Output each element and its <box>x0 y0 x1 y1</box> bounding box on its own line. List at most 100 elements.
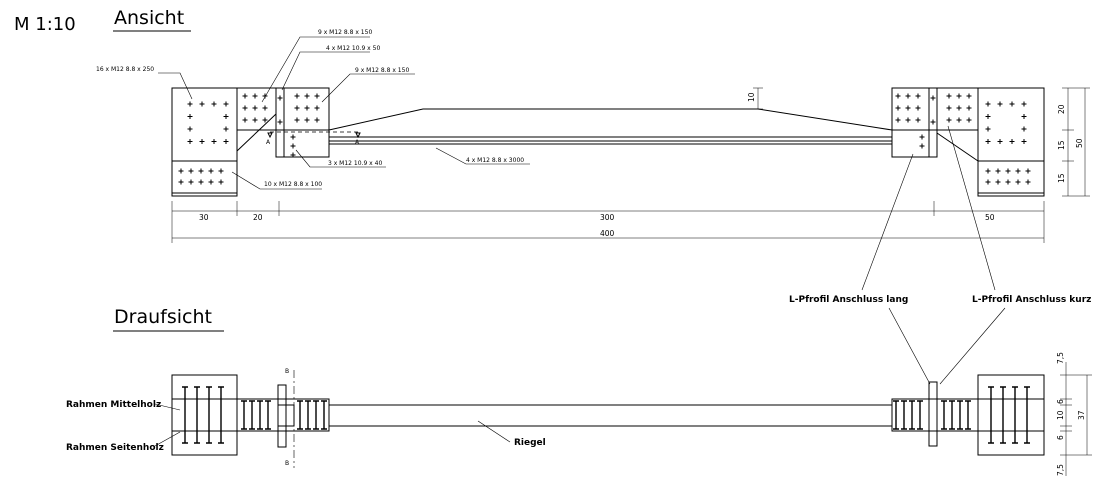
plan-bolt <box>265 400 271 430</box>
bolt-cross <box>223 101 229 107</box>
bolt-cross <box>262 105 268 111</box>
label-rahmen-seitenholz: Rahmen Seitenholz <box>66 443 164 453</box>
plan-bolts-right-connector <box>893 400 971 430</box>
bolt-cross <box>304 117 310 123</box>
bolt-cross <box>985 139 991 144</box>
bolt-cross <box>997 139 1003 144</box>
bolt-cross <box>1005 179 1011 185</box>
bolt-cross <box>1021 101 1027 107</box>
bolt-cross <box>294 105 300 111</box>
plan-bolt <box>1024 386 1030 444</box>
section-mark-a-left: A <box>266 139 271 146</box>
bolt-cross <box>208 168 214 174</box>
dim-right-50: 50 <box>1075 138 1084 148</box>
plan-bolt <box>249 400 255 430</box>
bolt-cross <box>1025 179 1031 185</box>
bolt-cross <box>995 168 1001 174</box>
dim-rise: 10 <box>747 92 756 102</box>
section-mark-a-right: A <box>355 139 360 146</box>
label-rahmen-mittelholz: Rahmen Mittelholz <box>66 400 161 410</box>
bolt-cross <box>985 114 991 119</box>
bolt-cross <box>314 105 320 111</box>
bolt-cross <box>218 168 224 174</box>
plan-right-post <box>977 374 1045 456</box>
bolt-cross <box>290 152 296 158</box>
bolt-cross <box>223 114 229 119</box>
bolt-cross <box>930 119 936 125</box>
bolt-cross <box>198 179 204 185</box>
dim-right-15b: 15 <box>1057 173 1066 183</box>
dim-plan-75b: 7,5 <box>1056 464 1065 476</box>
plan-left-post <box>171 374 238 456</box>
bolt-cross <box>1021 126 1027 132</box>
bolt-group-right-plate-a <box>895 93 921 123</box>
bolt-cross <box>304 93 310 99</box>
bolt-cross <box>1021 139 1027 144</box>
left-connector-plate <box>236 87 330 131</box>
bolt-cross <box>294 117 300 123</box>
plan-bolt <box>194 386 200 444</box>
section-mark-b-top: B <box>285 368 289 375</box>
right-connector-plate <box>891 87 979 131</box>
bolt-cross <box>905 105 911 111</box>
dim-20: 20 <box>253 213 263 222</box>
plan-bolt <box>893 400 899 430</box>
plan-bolt <box>218 386 224 444</box>
plan-bolt <box>297 400 303 430</box>
bolt-cross <box>277 95 283 101</box>
bolt-cross <box>252 93 258 99</box>
bolt-group-right-angle <box>919 95 936 149</box>
bolt-cross <box>946 105 952 111</box>
bolt-cross <box>956 105 962 111</box>
bolt-label-3x: 3 x M12 10.9 x 40 <box>328 160 382 167</box>
bolt-cross <box>966 105 972 111</box>
bolt-cross <box>997 101 1003 107</box>
bolt-label-16x: 16 x M12 8.8 x 250 <box>96 66 154 73</box>
bolt-cross <box>1009 139 1015 144</box>
bolt-cross <box>188 168 194 174</box>
bolt-cross <box>290 143 296 149</box>
bolt-cross <box>242 105 248 111</box>
bolt-cross <box>905 93 911 99</box>
plan-bolt <box>949 400 955 430</box>
plan-bolt <box>305 400 311 430</box>
label-l-profile-short: L-Pfrofil Anschluss kurz <box>972 295 1091 305</box>
dim-300: 300 <box>600 213 615 222</box>
bolt-cross <box>1015 168 1021 174</box>
dim-plan-6a: 6 <box>1056 399 1065 404</box>
plan-bolt <box>957 400 963 430</box>
left-steel-angle <box>275 87 285 158</box>
plan-dimension-chain: 7,5 6 10 6 7,5 37 <box>1056 352 1092 476</box>
plan-bolt <box>941 400 947 430</box>
right-post-lower <box>977 160 1045 197</box>
plan-bolt <box>321 400 327 430</box>
bolt-cross <box>304 105 310 111</box>
bolt-cross <box>930 95 936 101</box>
bolt-cross <box>1021 114 1027 119</box>
bolt-cross <box>218 179 224 185</box>
bolt-cross <box>1025 168 1031 174</box>
dim-plan-6b: 6 <box>1056 435 1065 440</box>
bolt-group-left-angle <box>277 95 296 158</box>
plan-view: B B 7,5 6 10 6 7,5 37 <box>154 307 1092 476</box>
section-mark-b-bottom: B <box>285 460 289 467</box>
dim-30: 30 <box>199 213 209 222</box>
right-dimension-chain: 20 15 15 50 <box>1057 87 1090 197</box>
bolt-cross <box>946 117 952 123</box>
bolt-group-right-plate-b <box>946 93 972 123</box>
plan-bolts-right-post <box>988 386 1030 444</box>
plan-bolts-left-connector <box>241 400 327 430</box>
plan-bolt <box>206 386 212 444</box>
bolt-label-10x: 10 x M12 8.8 x 100 <box>264 181 322 188</box>
bolt-cross <box>985 179 991 185</box>
bolt-cross <box>187 101 193 107</box>
dim-plan-75a: 7,5 <box>1056 352 1065 364</box>
elevation-view: A A 16 x M12 8.8 x 250 9 x M12 8.8 x 150… <box>96 29 1090 291</box>
bolt-cross <box>966 93 972 99</box>
bolt-cross <box>252 105 258 111</box>
bolt-cross <box>294 93 300 99</box>
haunch-line <box>328 108 893 131</box>
bolt-cross <box>985 168 991 174</box>
label-l-profile-long: L-Pfrofil Anschluss lang <box>789 295 908 305</box>
bolt-group-left-post-lower <box>178 168 224 185</box>
